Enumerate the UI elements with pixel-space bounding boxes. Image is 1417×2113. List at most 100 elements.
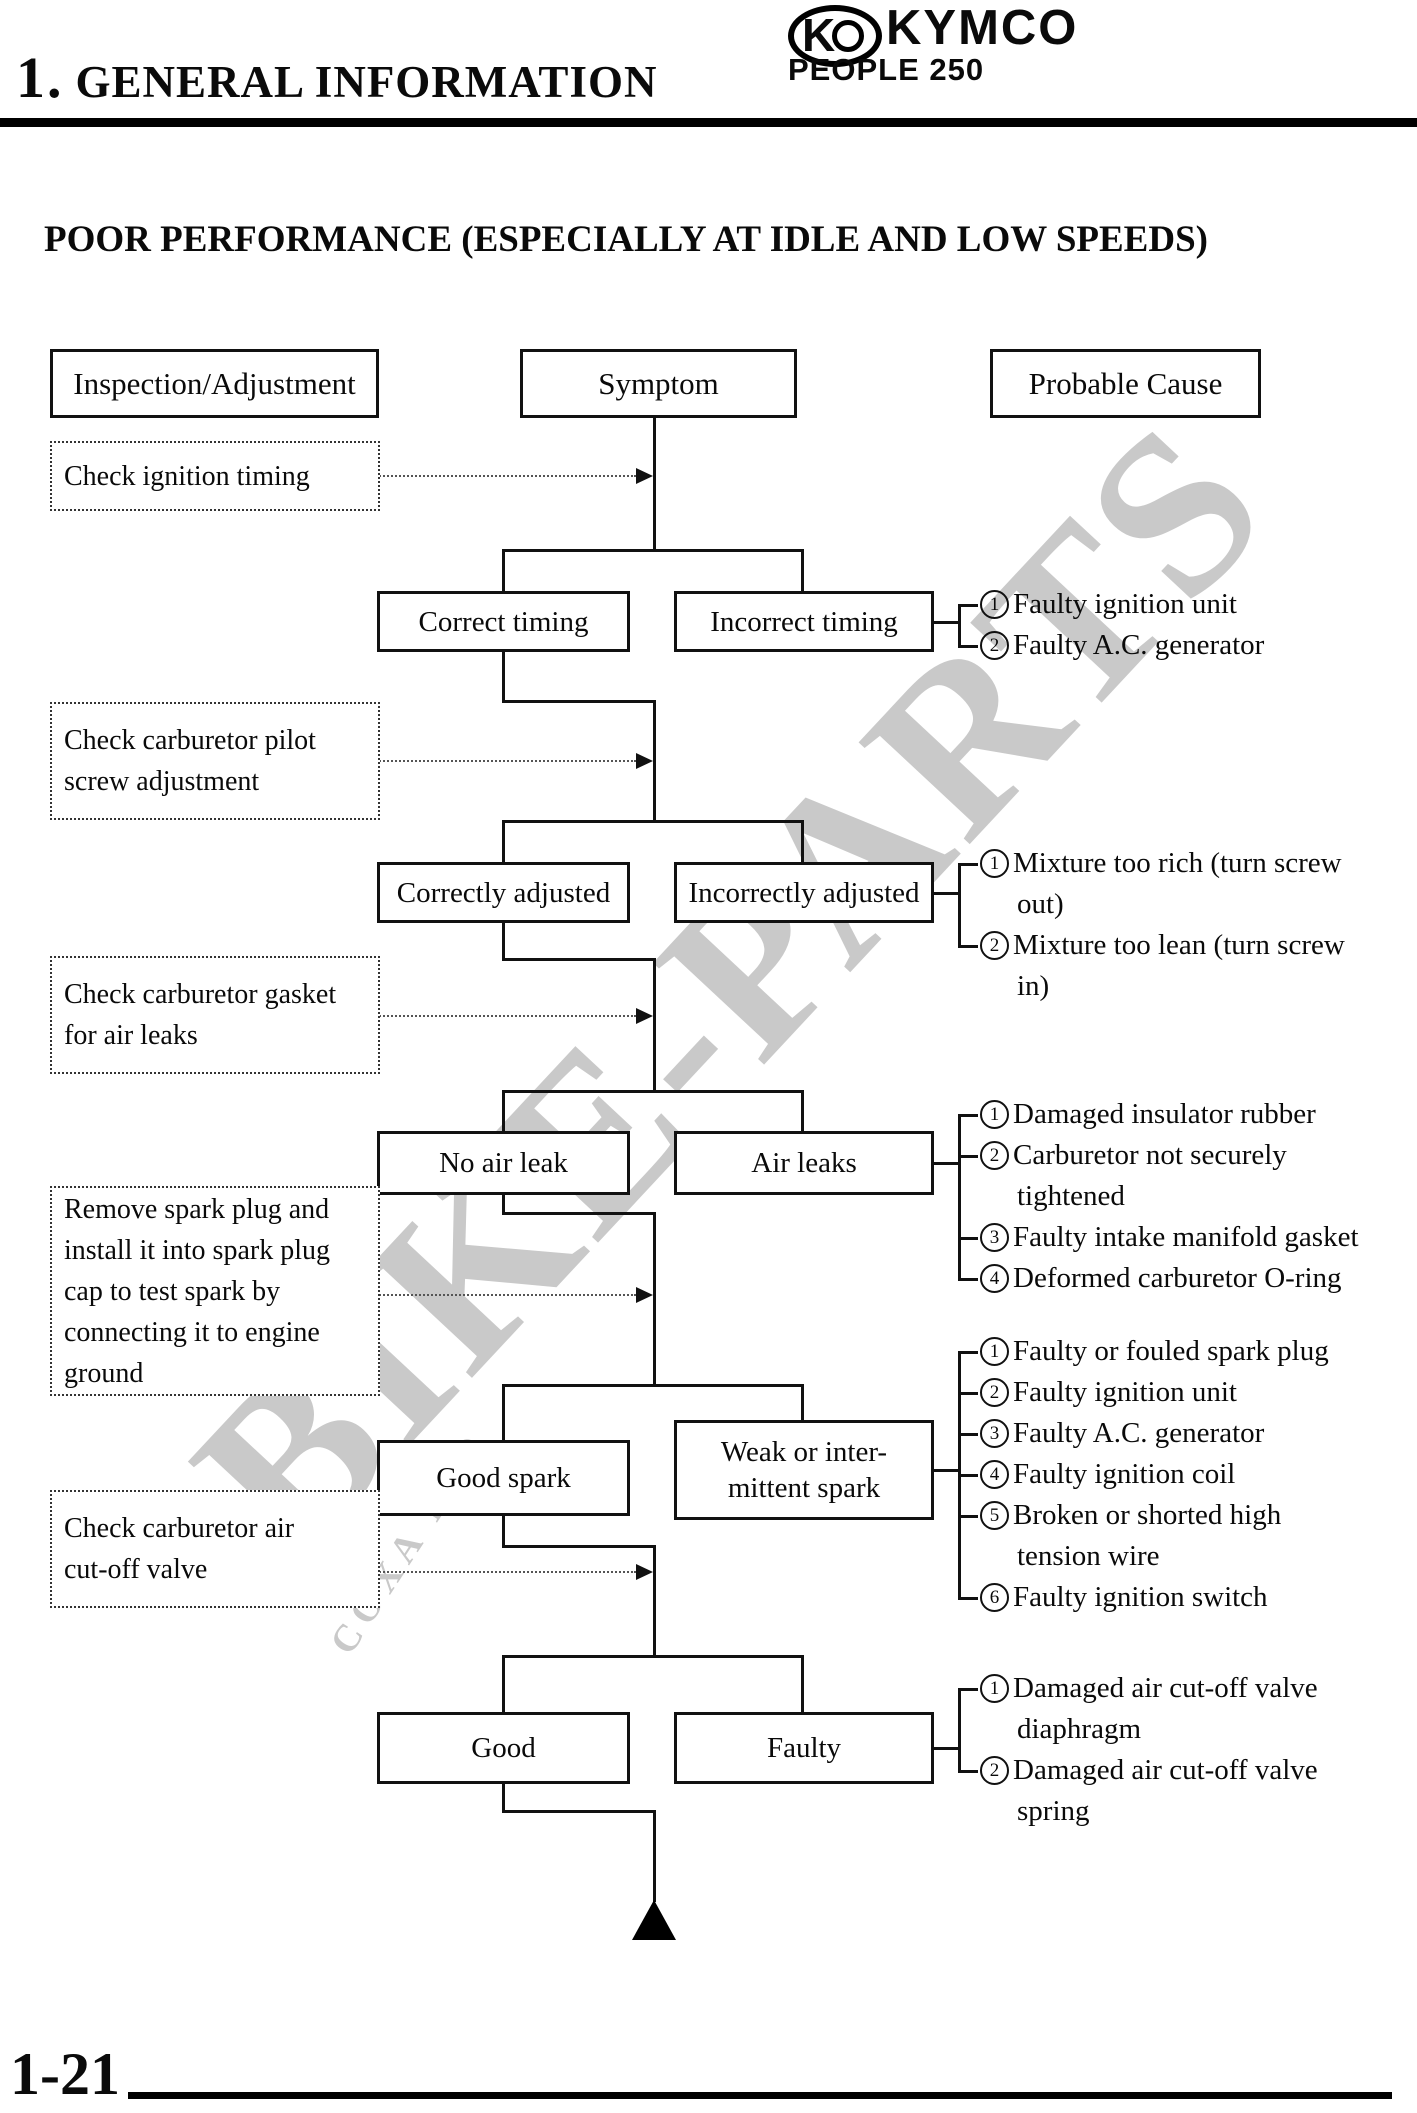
inspection-text-line: cap to test spark by <box>64 1275 281 1307</box>
bracket-connector <box>934 1469 961 1472</box>
cause-number: 6 <box>980 1583 1009 1612</box>
bracket-tick <box>958 1277 978 1281</box>
connector-main-vertical <box>653 700 656 820</box>
inspection-arrowhead-icon <box>636 468 653 484</box>
chapter-title: GENERAL INFORMATION <box>75 57 658 107</box>
page-number: 1-21 <box>10 2041 120 2107</box>
cause-item: diaphragm <box>980 1709 1141 1750</box>
connector-jog-horizontal <box>502 958 656 961</box>
cause-text: Faulty ignition unit <box>1013 1376 1237 1408</box>
cause-number: 2 <box>980 1756 1009 1785</box>
header-rule <box>0 118 1417 127</box>
cause-number: 2 <box>980 1141 1009 1170</box>
cause-text: Faulty ignition unit <box>1013 588 1237 620</box>
cause-number: 1 <box>980 1337 1009 1366</box>
kymco-logo-icon: K <box>788 5 882 67</box>
chapter-number: 1. <box>16 45 64 110</box>
connector-jog-horizontal <box>502 700 656 703</box>
inspection-arrow-line <box>372 1015 636 1017</box>
connector-split-horizontal <box>502 1090 804 1093</box>
result-text-line: mittent spark <box>727 1472 881 1504</box>
inspection-text-line: Check carburetor pilot <box>64 725 316 756</box>
bracket-tick <box>958 1350 978 1354</box>
logo-k-icon: K <box>802 9 836 61</box>
cause-number: 5 <box>980 1501 1009 1530</box>
bracket-tick <box>958 1769 978 1773</box>
page-title: 1. GENERAL INFORMATION <box>16 44 657 111</box>
cause-number: 1 <box>980 590 1009 619</box>
bracket-vertical <box>958 1687 961 1773</box>
cause-number: 3 <box>980 1419 1009 1448</box>
connector-main-vertical <box>653 1810 656 1902</box>
brand-name: KYMCO <box>886 1 1079 55</box>
cause-number: 1 <box>980 849 1009 878</box>
connector-right-branch <box>801 1655 804 1714</box>
cause-text: in) <box>1017 970 1050 1002</box>
cause-text: tension wire <box>1017 1540 1160 1572</box>
cause-text: diaphragm <box>1017 1713 1142 1745</box>
bracket-tick <box>958 944 978 948</box>
connector-split-horizontal <box>502 1655 804 1658</box>
logo-ring-icon <box>832 20 864 52</box>
result-box-left: No air leak <box>377 1131 630 1195</box>
cause-text: Carburetor not securely <box>1013 1139 1287 1171</box>
connector-right-branch <box>801 1384 804 1422</box>
result-box-right: Air leaks <box>674 1131 934 1195</box>
column-header-probable-cause: Probable Cause <box>990 349 1261 418</box>
cause-text: tightened <box>1017 1180 1125 1212</box>
connector-left-branch <box>502 549 505 593</box>
connector-right-branch <box>801 549 804 593</box>
connector-left-branch <box>502 820 505 864</box>
connector-left-vertical <box>502 923 505 961</box>
cause-text: Faulty ignition coil <box>1013 1458 1236 1490</box>
cause-number: 2 <box>980 931 1009 960</box>
result-text-line: Incorrect timing <box>710 605 898 638</box>
result-box-right: Incorrectly adjusted <box>674 862 934 923</box>
result-text-line: Incorrectly adjusted <box>688 876 920 909</box>
connector-right-branch <box>801 820 804 864</box>
connector-left-branch <box>502 1655 505 1714</box>
cause-text: Mixture too rich (turn screw <box>1013 847 1342 879</box>
cause-number: 1 <box>980 1100 1009 1129</box>
inspection-box: Check ignition timing <box>50 441 380 511</box>
bracket-tick <box>958 1154 978 1158</box>
bracket-tick <box>958 1687 978 1691</box>
connector-left-branch <box>502 1090 505 1133</box>
result-text-line: Air leaks <box>751 1147 857 1179</box>
cause-text: Mixture too lean (turn screw <box>1013 929 1345 961</box>
connector-main-vertical <box>653 958 656 1090</box>
bracket-vertical <box>958 1350 961 1600</box>
cause-number: 1 <box>980 1674 1009 1703</box>
inspection-text-line: install it into spark plug <box>64 1234 330 1266</box>
bracket-connector <box>934 891 961 895</box>
connector-main-vertical <box>653 411 656 549</box>
cause-text: Faulty or fouled spark plug <box>1013 1335 1329 1367</box>
cause-item: tension wire <box>980 1536 1160 1577</box>
connector-jog-horizontal <box>502 1545 656 1548</box>
inspection-text-line: screw adjustment <box>64 766 260 797</box>
cause-number: 4 <box>980 1460 1009 1489</box>
result-box-right: Incorrect timing <box>674 591 934 652</box>
connector-left-branch <box>502 1384 505 1442</box>
result-box-left: Good spark <box>377 1440 630 1516</box>
cause-text: Damaged insulator rubber <box>1013 1098 1316 1130</box>
connector-main-vertical <box>653 1212 656 1384</box>
cause-number: 2 <box>980 631 1009 660</box>
inspection-arrowhead-icon <box>636 753 653 769</box>
cause-text: Damaged air cut-off valve <box>1013 1754 1318 1786</box>
column-header-symptom: Symptom <box>520 349 797 418</box>
